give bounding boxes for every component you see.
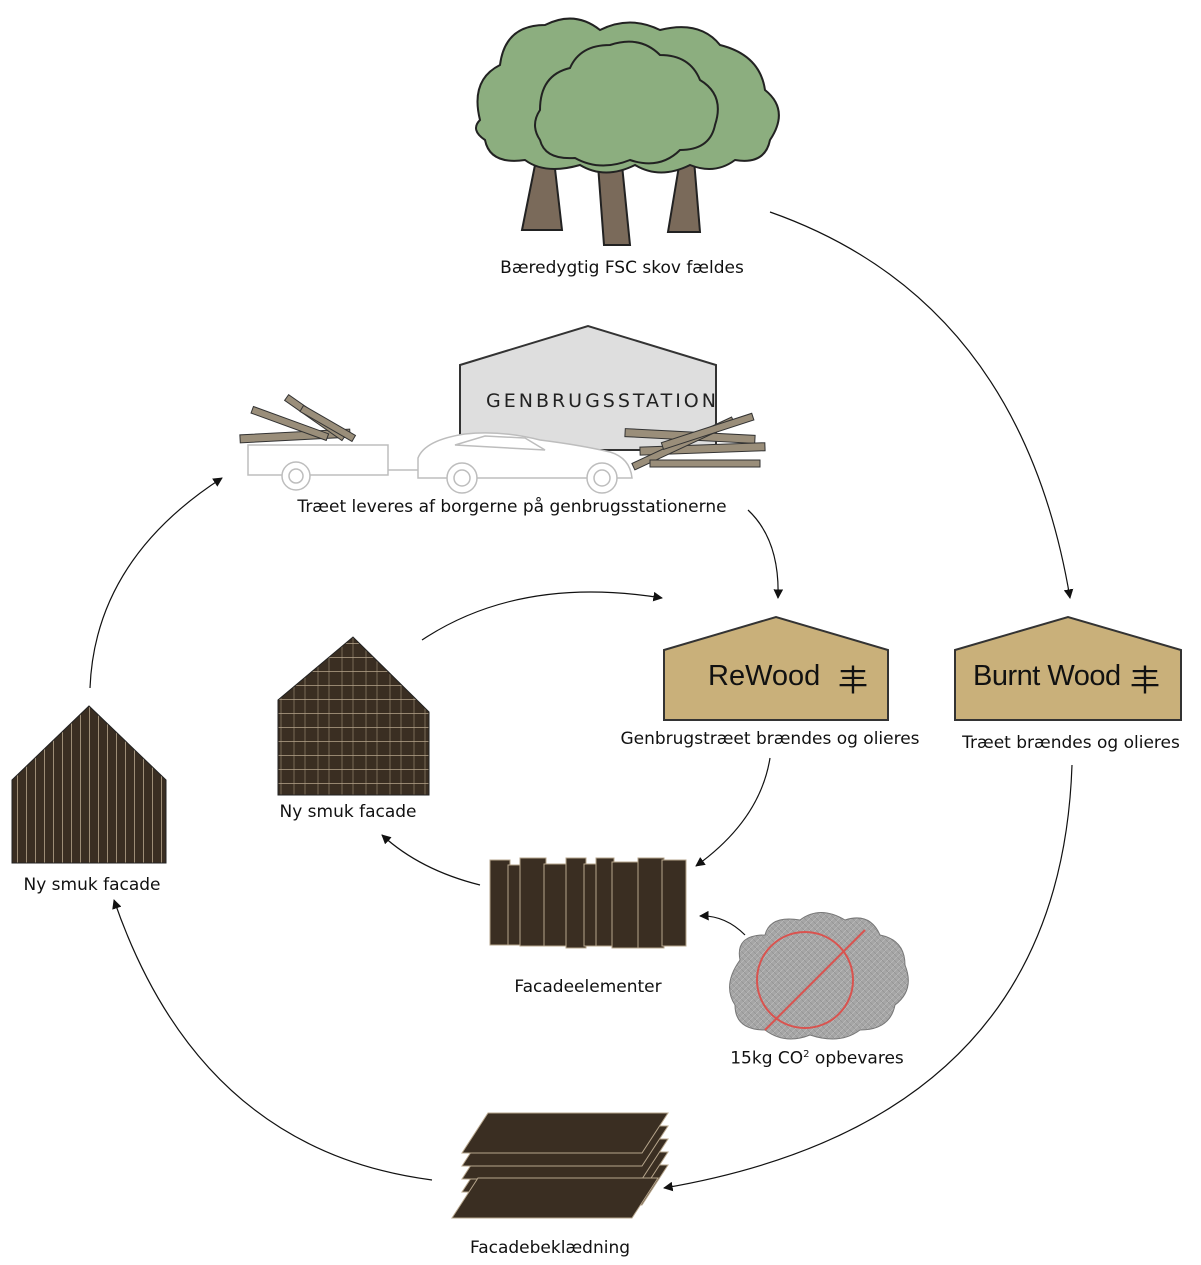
burnt-wood-caption: Træet brændes og olieres <box>962 733 1180 753</box>
co2-label-prefix: 15kg CO <box>730 1048 804 1069</box>
burnt-wood-building-icon <box>954 615 1182 721</box>
arrow-delivery-to-rewood <box>747 509 784 599</box>
cladding-label: Facadebeklædning <box>469 1238 631 1258</box>
arrow-elements-to-mid-facade <box>381 834 481 886</box>
rewood-caption: Genbrugstræet brændes og olieres <box>620 729 920 749</box>
facade-cladding-icon <box>451 1112 669 1219</box>
arrow-burnt-to-cladding <box>663 764 1073 1192</box>
arrow-co2-to-elements <box>699 910 746 936</box>
cycle-arrows <box>89 211 1074 1192</box>
delivery-label: Træet leveres af borgerne på genbrugssta… <box>297 497 727 517</box>
facade-left-label: Ny smuk facade <box>23 875 161 895</box>
rewood-logo-icon: 丰 <box>838 665 868 698</box>
rewood-building-icon <box>663 615 889 721</box>
co2-cloud-icon <box>729 912 909 1040</box>
co2-label-sup: 2 <box>803 1049 810 1060</box>
co2-label-suffix: opbevares <box>809 1048 904 1069</box>
forest-label: Bæredygtig FSC skov fældes <box>500 258 744 278</box>
car-trailer-icon <box>247 432 633 494</box>
wood-pile-right-icon <box>624 412 766 471</box>
rewood-sign-label: ReWood <box>708 660 821 692</box>
burnt-wood-logo-icon: 丰 <box>1130 665 1160 698</box>
arrow-forest-to-burnt <box>769 211 1074 599</box>
facade-elements-icon <box>489 857 687 949</box>
arrow-left-facade-to-delivery <box>89 477 223 689</box>
facade-house-mid-icon <box>277 636 430 796</box>
station-sign-label: GENBRUGSSTATION <box>486 390 719 412</box>
co2-label: 15kg CO2 opbevares <box>730 1045 904 1069</box>
burnt-wood-sign-label: Burnt Wood <box>973 660 1121 692</box>
facade-elements-label: Facadeelementer <box>514 977 662 997</box>
arrow-cladding-to-left-facade <box>112 899 433 1181</box>
facade-house-left-icon <box>11 705 167 864</box>
arrow-facade-mid-to-rewood <box>421 591 663 641</box>
facade-mid-label: Ny smuk facade <box>279 802 417 822</box>
arrow-rewood-to-elements <box>695 757 771 867</box>
forest-icon <box>475 17 780 246</box>
wood-pile-left-icon <box>239 393 357 444</box>
